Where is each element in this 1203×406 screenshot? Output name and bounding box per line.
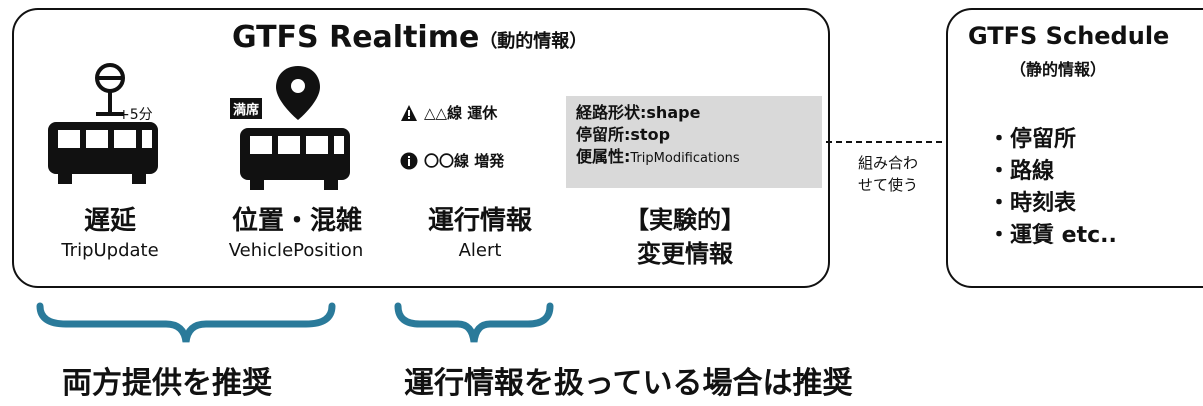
- field-trip-value: TripModifications: [630, 151, 740, 166]
- field-stop: 停留所:stop: [576, 125, 671, 144]
- recommend-both-label: 両方提供を推奨: [62, 366, 272, 401]
- trip-update-label: 遅延: [83, 206, 136, 236]
- schedule-item-routes: ・路線: [988, 159, 1055, 184]
- schedule-panel: [946, 8, 1203, 288]
- alert-line1-text: △△線 運休: [424, 104, 498, 122]
- right-brace: [394, 302, 554, 343]
- alert-label: 運行情報: [427, 206, 532, 236]
- connector-dashed-line: [826, 141, 948, 143]
- realtime-title: GTFS Realtime（動的情報）: [232, 20, 587, 55]
- bus-location-icon: [240, 66, 350, 190]
- connector-line2: せて使う: [857, 176, 918, 194]
- field-shape: 経路形状:shape: [576, 103, 701, 122]
- alert-line2-text: 〇〇線 増発: [424, 152, 505, 170]
- vehicle-position-sub: VehiclePosition: [228, 240, 364, 261]
- trip-update-sub: TripUpdate: [61, 240, 159, 261]
- alert-sub: Alert: [458, 240, 502, 261]
- crowd-tag: 満席: [230, 98, 263, 119]
- alert-line-extra: 〇〇線 増発: [400, 150, 504, 171]
- delay-badge: +5分: [118, 107, 153, 123]
- bus-stop-delay-icon: [48, 63, 158, 184]
- realtime-title-text: GTFS Realtime: [232, 20, 480, 55]
- vehicle-position-label: 位置・混雑: [231, 206, 362, 236]
- connector-line1: 組み合わ: [857, 154, 918, 172]
- realtime-title-suffix: （動的情報）: [479, 31, 588, 52]
- info-icon: [400, 152, 418, 169]
- trip-modifications-box: 経路形状:shape 停留所:stop 便属性:TripModification…: [566, 96, 822, 188]
- recommend-alert-label: 運行情報を扱っている場合は推奨: [404, 366, 853, 401]
- experimental-label: 【実験的】: [625, 206, 745, 234]
- experimental-sublabel: 変更情報: [637, 240, 733, 268]
- left-brace: [36, 302, 336, 343]
- schedule-subtitle: （静的情報）: [1010, 60, 1107, 79]
- alert-line-suspended: △△線 運休: [400, 102, 497, 123]
- connector-label: 組み合わ せて使う: [838, 152, 938, 196]
- warning-icon: [401, 104, 417, 121]
- schedule-title: GTFS Schedule: [968, 22, 1170, 50]
- field-trip: 便属性:TripModifications: [576, 146, 812, 170]
- schedule-list: ・停留所 ・路線 ・時刻表 ・運賃 etc..: [988, 124, 1117, 252]
- schedule-item-fares: ・運賃 etc..: [988, 223, 1117, 248]
- field-trip-label: 便属性:: [576, 147, 631, 166]
- schedule-item-stops: ・停留所: [988, 127, 1077, 152]
- schedule-item-timetable: ・時刻表: [988, 191, 1077, 216]
